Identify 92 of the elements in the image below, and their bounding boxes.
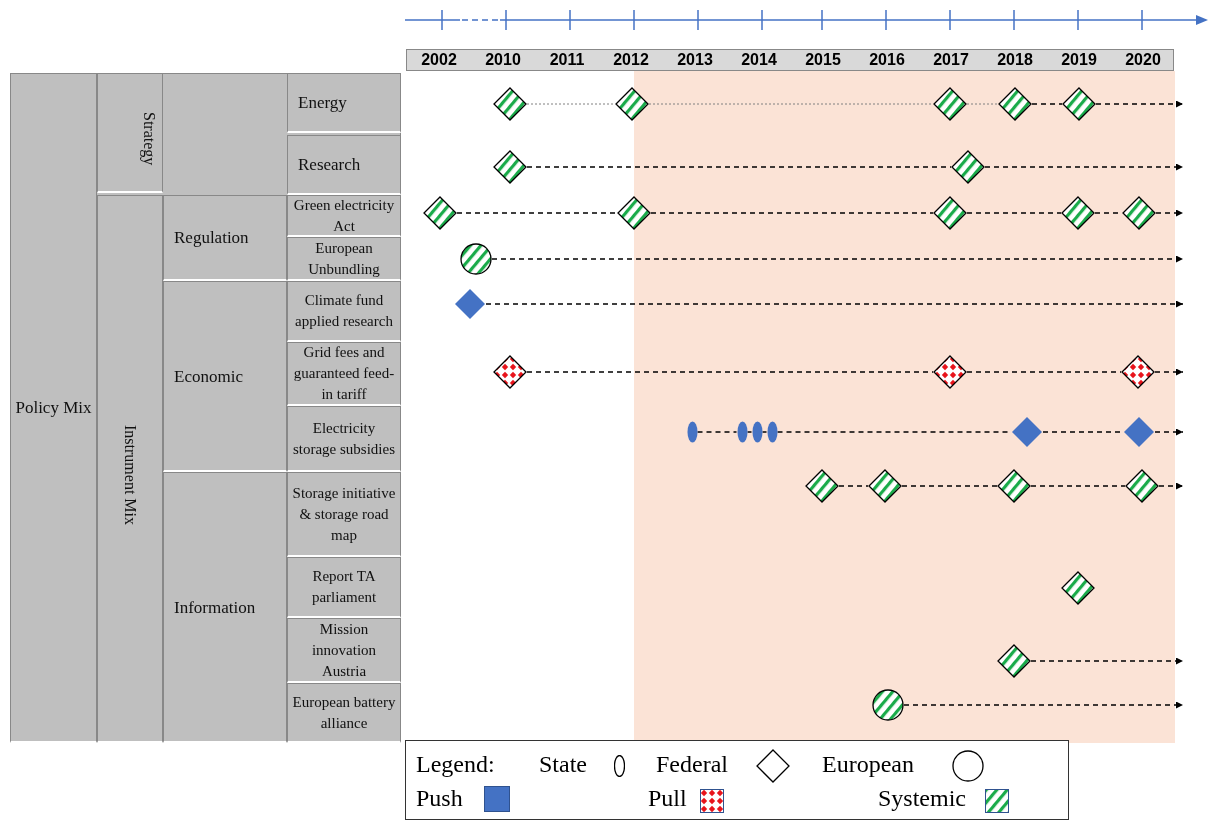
dashed-connector: [456, 212, 618, 214]
row-heading: Report TA parliament: [287, 557, 401, 618]
year-label: 2013: [676, 50, 714, 70]
dashed-connector: [650, 212, 934, 214]
row-heading: Energy: [287, 73, 401, 133]
systemic-diamond-marker: [1061, 196, 1095, 230]
dashed-connector: [761, 431, 768, 433]
push-diamond-marker: [454, 288, 486, 320]
year-label: 2020: [1124, 50, 1162, 70]
year-label: 2011: [548, 50, 586, 70]
push-ellipse-marker: [751, 421, 763, 443]
dashed-connector: [966, 212, 1062, 214]
row-heading: Strategy: [97, 73, 163, 193]
systemic-diamond-marker: [423, 196, 457, 230]
year-label: 2015: [804, 50, 842, 70]
systemic-diamond-marker: [951, 150, 985, 184]
systemic-diamond-marker: [933, 87, 967, 121]
year-label: 2002: [420, 50, 458, 70]
systemic-diamond-marker: [1061, 571, 1095, 605]
dashed-connector: [746, 431, 753, 433]
push-diamond-marker: [1123, 416, 1155, 448]
year-label: 2019: [1060, 50, 1098, 70]
push-ellipse-marker: [686, 421, 698, 443]
push-ellipse-marker: [736, 421, 748, 443]
row-heading: Information: [163, 472, 287, 743]
systemic-diamond-marker: [615, 87, 649, 121]
legend-text: Push: [416, 784, 463, 812]
year-label: 2012: [612, 50, 650, 70]
row-heading: Climate fund applied research: [287, 281, 401, 342]
dashed-connector: [696, 431, 738, 433]
dashed-connector: [526, 371, 934, 373]
row-heading: Policy Mix: [10, 73, 97, 743]
row-heading: Mission innovation Austria: [287, 618, 401, 683]
systemic-diamond-marker: [493, 87, 527, 121]
legend-text: Federal: [656, 750, 728, 778]
row-heading: Regulation: [163, 195, 287, 281]
row-heading: Grid fees and guaranteed feed-in tariff: [287, 342, 401, 406]
dashed-connector: [838, 485, 869, 487]
legend-heading: Legend:: [416, 750, 495, 778]
push-diamond-marker: [1011, 416, 1043, 448]
dashed-connector: [1154, 428, 1184, 436]
year-label: 2010: [484, 50, 522, 70]
dashed-connector: [1158, 482, 1184, 490]
year-label: 2018: [996, 50, 1034, 70]
dashed-connector: [1095, 100, 1184, 108]
year-label: 2016: [868, 50, 906, 70]
systemic-diamond-marker: [493, 150, 527, 184]
legend-text: European: [822, 750, 914, 778]
row-heading: European battery alliance: [287, 683, 401, 743]
dashed-connector: [1030, 657, 1184, 665]
pull-diamond-marker: [1121, 355, 1155, 389]
row-heading: Green electricity Act: [287, 195, 401, 237]
dashed-connector: [1154, 368, 1184, 376]
dashed-connector: [526, 103, 616, 105]
dashed-connector: [903, 701, 1184, 709]
systemic-diamond-marker: [997, 469, 1031, 503]
dashed-connector: [901, 485, 998, 487]
systemic-diamond-marker: [1062, 87, 1096, 121]
push-ellipse-marker: [766, 421, 778, 443]
year-label: 2014: [740, 50, 778, 70]
legend-text: Systemic: [878, 784, 966, 812]
systemic-diamond-marker: [1125, 469, 1159, 503]
row-heading: European Unbundling: [287, 237, 401, 281]
dashed-connector: [648, 103, 934, 105]
systemic-diamond-marker: [997, 644, 1031, 678]
systemic-diamond-marker: [1122, 196, 1156, 230]
dashed-connector: [1031, 103, 1063, 105]
dashed-connector: [1155, 209, 1184, 217]
systemic-circle-marker: [460, 243, 492, 275]
row-heading: Research: [287, 135, 401, 195]
legend-text: State: [539, 750, 587, 778]
systemic-diamond-marker: [933, 196, 967, 230]
dashed-connector: [966, 103, 999, 105]
systemic-diamond-marker: [805, 469, 839, 503]
dashed-connector: [984, 163, 1184, 171]
row-heading: Electricity storage subsidies: [287, 406, 401, 472]
systemic-diamond-marker: [617, 196, 651, 230]
systemic-diamond-marker: [998, 87, 1032, 121]
dashed-connector: [485, 300, 1184, 308]
row-heading: Economic: [163, 281, 287, 472]
pull-diamond-marker: [493, 355, 527, 389]
dashed-connector: [526, 166, 952, 168]
year-label: 2017: [932, 50, 970, 70]
dashed-connector: [966, 371, 1122, 373]
systemic-circle-marker: [872, 689, 904, 721]
dashed-connector: [1030, 485, 1126, 487]
legend-text: Pull: [648, 784, 687, 812]
pull-diamond-marker: [933, 355, 967, 389]
dashed-connector: [491, 255, 1184, 263]
systemic-diamond-marker: [868, 469, 902, 503]
row-heading: Storage initiative & storage road map: [287, 472, 401, 557]
row-heading: Instrument Mix: [97, 195, 163, 743]
